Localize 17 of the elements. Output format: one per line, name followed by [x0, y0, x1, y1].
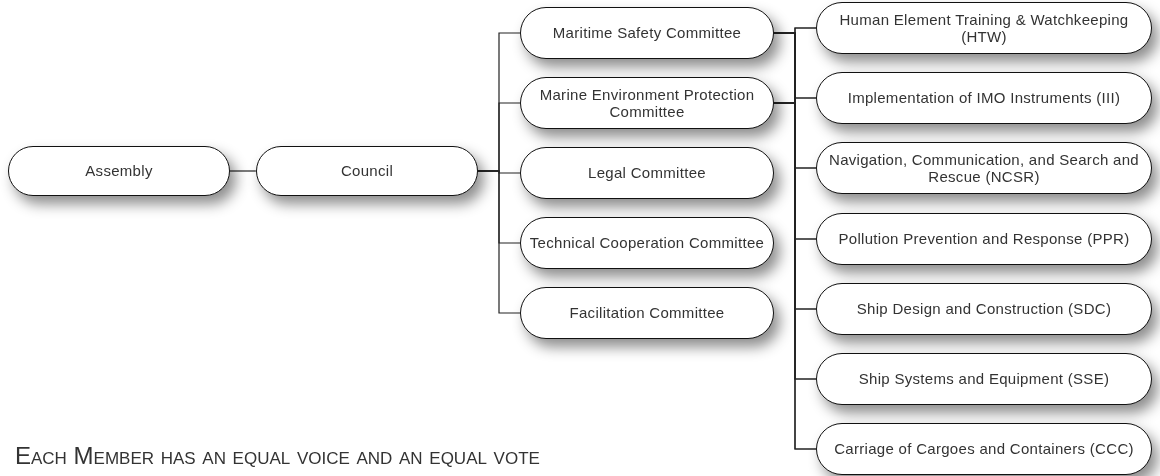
rounded-box: Assembly [8, 146, 230, 196]
rounded-box: Maritime Safety Committee [520, 7, 774, 59]
rounded-box: Ship Design and Construction (SDC) [816, 283, 1152, 335]
rounded-box: Facilitation Committee [520, 287, 774, 339]
rounded-box: Navigation, Communication, and Search and Rescue (NCSR) [816, 142, 1152, 194]
rounded-box: Pollution Prevention and Response (PPR) [816, 213, 1152, 265]
connector-line [477, 170, 521, 314]
caption-text: Each Member has an equal voice and an equal vote [15, 442, 540, 470]
rounded-box: Legal Committee [520, 147, 774, 199]
connector-line [229, 170, 257, 172]
rounded-box: Implementation of IMO Instruments (III) [816, 72, 1152, 124]
rounded-box: Technical Cooperation Committee [520, 217, 774, 269]
rounded-box: Ship Systems and Equipment (SSE) [816, 353, 1152, 405]
rounded-box: Marine Environment Protection Committee [520, 77, 774, 129]
rounded-box: Carriage of Cargoes and Containers (CCC) [816, 423, 1152, 475]
rounded-box: Human Element Training & Watchkeeping (HTW) [816, 2, 1152, 54]
rounded-box: Council [256, 146, 478, 196]
